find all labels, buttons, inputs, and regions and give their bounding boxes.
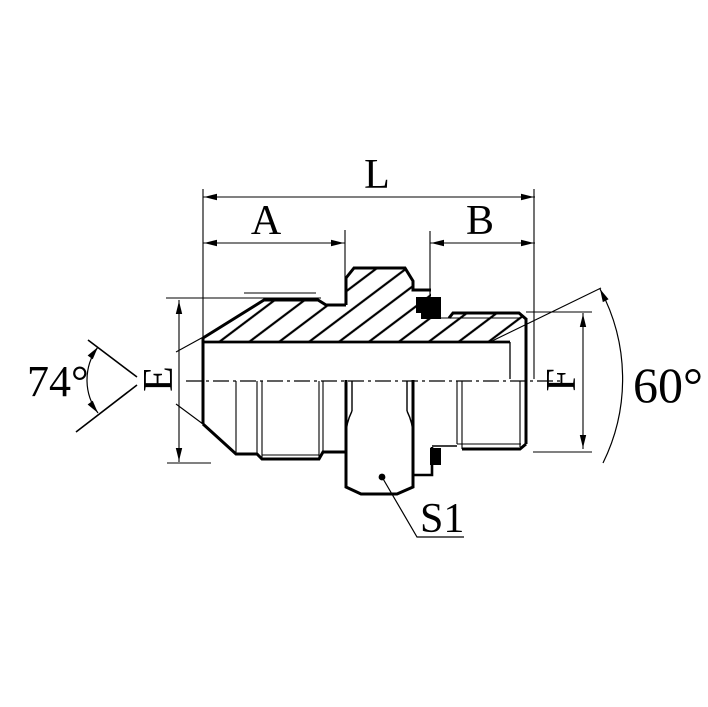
leader-line (381, 476, 464, 538)
body-upper-section (175, 266, 602, 444)
dim-label-F: F (539, 368, 585, 391)
dim-label-A: A (251, 198, 282, 244)
collar-lower-profile (413, 447, 434, 477)
body-lower-exterior (201, 380, 527, 496)
dim-label-E: E (136, 366, 182, 392)
angle-74-label: 74° (27, 357, 89, 406)
arrowhead (521, 239, 534, 247)
right-thread-crest-top (447, 311, 527, 321)
arrowhead (521, 193, 534, 201)
arrowhead (204, 239, 217, 247)
hex-chamfer-arcs (345, 410, 414, 441)
arrowhead (204, 193, 217, 201)
seal-ring-section (416, 297, 441, 319)
dim-label-B: B (466, 198, 494, 244)
angle-60-annotation: 60° (599, 288, 703, 464)
right-thread-edge-lines (456, 381, 521, 449)
dimension-L: L (202, 152, 535, 379)
arrowhead (87, 347, 98, 360)
seal-ring-lower (430, 448, 441, 465)
dimension-E: E (136, 297, 321, 464)
arrowhead (331, 239, 344, 247)
hex-face-edges (351, 381, 408, 411)
angle-60-arc (599, 288, 624, 464)
hatch-region (203, 268, 526, 342)
left-thread-edge-lines (235, 381, 324, 459)
angle-74-upper-line (87, 339, 138, 378)
dimension-A: A (203, 198, 346, 305)
arrowhead (600, 289, 609, 303)
s1-label: S1 (420, 496, 464, 542)
arrowhead (87, 400, 98, 413)
dim-label-L: L (364, 152, 390, 198)
cone-60-construction-line (489, 287, 602, 343)
angle-60-label: 60° (633, 357, 703, 413)
cone-74-extension-bottom (175, 403, 208, 428)
seal-ring-notch (416, 313, 421, 319)
hex-upper-profile (344, 266, 431, 305)
lower-left-profile (201, 422, 346, 461)
s1-leader: S1 (378, 473, 464, 542)
angle-74-annotation: 74° (27, 339, 138, 433)
dimension-B: B (429, 198, 535, 295)
arrowhead (175, 448, 183, 461)
right-thread-crest-bottom (462, 442, 527, 451)
hex-nut-outline (344, 380, 415, 496)
arrowhead (579, 435, 587, 448)
dimension-F: F (526, 311, 592, 453)
arrowhead (175, 301, 183, 314)
arrowhead (431, 239, 444, 247)
angle-74-lower-line (75, 384, 138, 433)
cone-74-extension-top (175, 334, 208, 353)
flare-cone-and-thread-crest (202, 298, 346, 340)
arrowhead (579, 314, 587, 327)
